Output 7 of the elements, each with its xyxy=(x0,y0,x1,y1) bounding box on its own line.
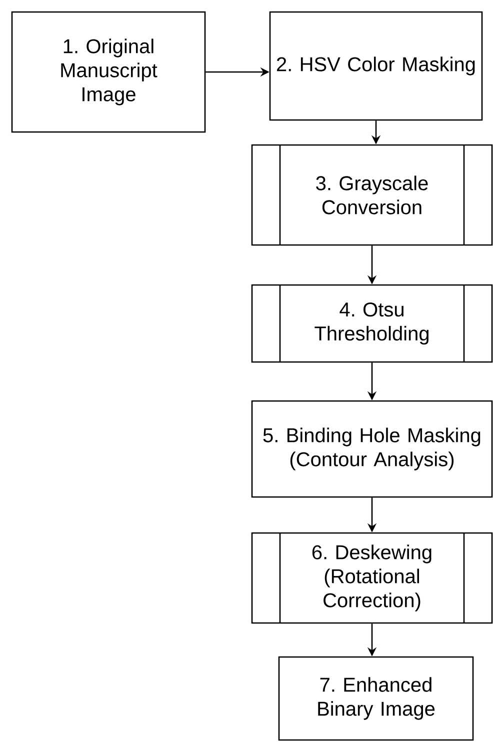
subprocess-box: 6. Deskewing (Rotational Correction) xyxy=(251,532,493,624)
process-box: 2. HSV Color Masking xyxy=(269,11,483,121)
subprocess-box: 3. Grayscale Conversion xyxy=(251,144,493,246)
process-box: 5. Binding Hole Masking (Contour Analysis) xyxy=(251,400,493,498)
subprocess-box: 4. Otsu Thresholding xyxy=(251,284,493,363)
process-box: 1. Original Manuscript Image xyxy=(11,11,206,133)
process-box: 7. Enhanced Binary Image xyxy=(278,656,474,741)
